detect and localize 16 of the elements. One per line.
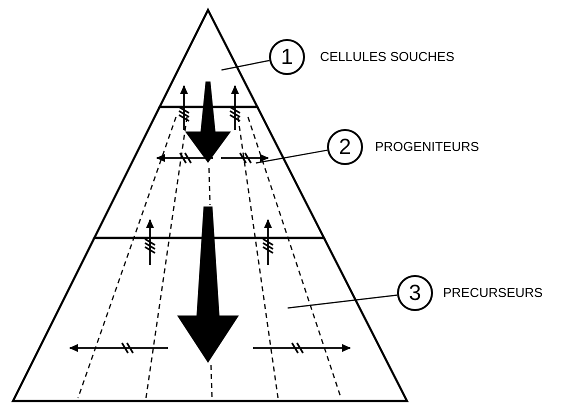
- leader-line: [288, 294, 398, 309]
- crossed-arrow: [144, 219, 156, 266]
- leader-line: [221, 60, 270, 71]
- callout-number: 2: [327, 129, 363, 165]
- stage-label: PROGENITEURS: [375, 139, 480, 155]
- block-arrow: [185, 82, 231, 163]
- stage-label: CELLULES SOUCHES: [320, 49, 454, 65]
- stage-label: PRECURSEURS: [443, 285, 543, 301]
- callout-number: 3: [397, 275, 433, 311]
- pyramid-tier: [158, 8, 260, 108]
- crossed-arrow: [178, 85, 190, 131]
- callout-number: 1: [269, 39, 305, 75]
- crossed-arrow: [229, 85, 241, 131]
- block-arrow: [177, 206, 239, 363]
- crossed-arrow: [262, 219, 274, 266]
- leader-line: [256, 150, 328, 164]
